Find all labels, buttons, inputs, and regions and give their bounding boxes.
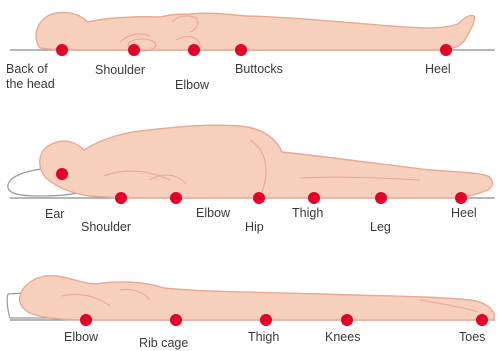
label-shoulder: Shoulder — [95, 63, 145, 78]
label-leg: Leg — [370, 220, 391, 235]
lateral-body — [40, 125, 493, 198]
pressure-point-dot — [170, 314, 182, 326]
pressure-point-dot — [253, 192, 265, 204]
pressure-point-dot — [115, 192, 127, 204]
label-ear: Ear — [45, 207, 64, 222]
pressure-point-dot — [308, 192, 320, 204]
label-toes: Toes — [459, 330, 485, 345]
label-elbow: Elbow — [64, 330, 98, 345]
label-shoulder: Shoulder — [81, 220, 131, 235]
label-hip: Hip — [245, 220, 264, 235]
label-buttocks: Buttocks — [235, 62, 283, 77]
pressure-point-dot — [455, 192, 467, 204]
prone-body — [19, 276, 494, 320]
label-heel: Heel — [451, 206, 477, 221]
prone-position — [7, 276, 495, 326]
pressure-point-dot — [128, 44, 140, 56]
pressure-point-dot — [260, 314, 272, 326]
supine-position — [10, 12, 495, 56]
pressure-point-dot — [375, 192, 387, 204]
label-heel: Heel — [425, 62, 451, 77]
label-knees: Knees — [325, 330, 360, 345]
pressure-point-dot — [341, 314, 353, 326]
pressure-point-dot — [188, 44, 200, 56]
pressure-point-dot — [170, 192, 182, 204]
pressure-point-dot — [80, 314, 92, 326]
pressure-point-dot — [476, 314, 488, 326]
label-thigh: Thigh — [292, 206, 323, 221]
label-elbow: Elbow — [175, 78, 209, 93]
lateral-position — [8, 125, 495, 204]
label-thigh: Thigh — [248, 330, 279, 345]
label-back-of-head: Back of the head — [6, 62, 55, 92]
pressure-point-dot — [56, 44, 68, 56]
pressure-point-dot — [235, 44, 247, 56]
pressure-point-dot — [56, 168, 68, 180]
supine-body — [36, 12, 474, 50]
label-rib-cage: Rib cage — [139, 336, 188, 351]
label-elbow: Elbow — [196, 206, 230, 221]
pressure-point-dot — [440, 44, 452, 56]
